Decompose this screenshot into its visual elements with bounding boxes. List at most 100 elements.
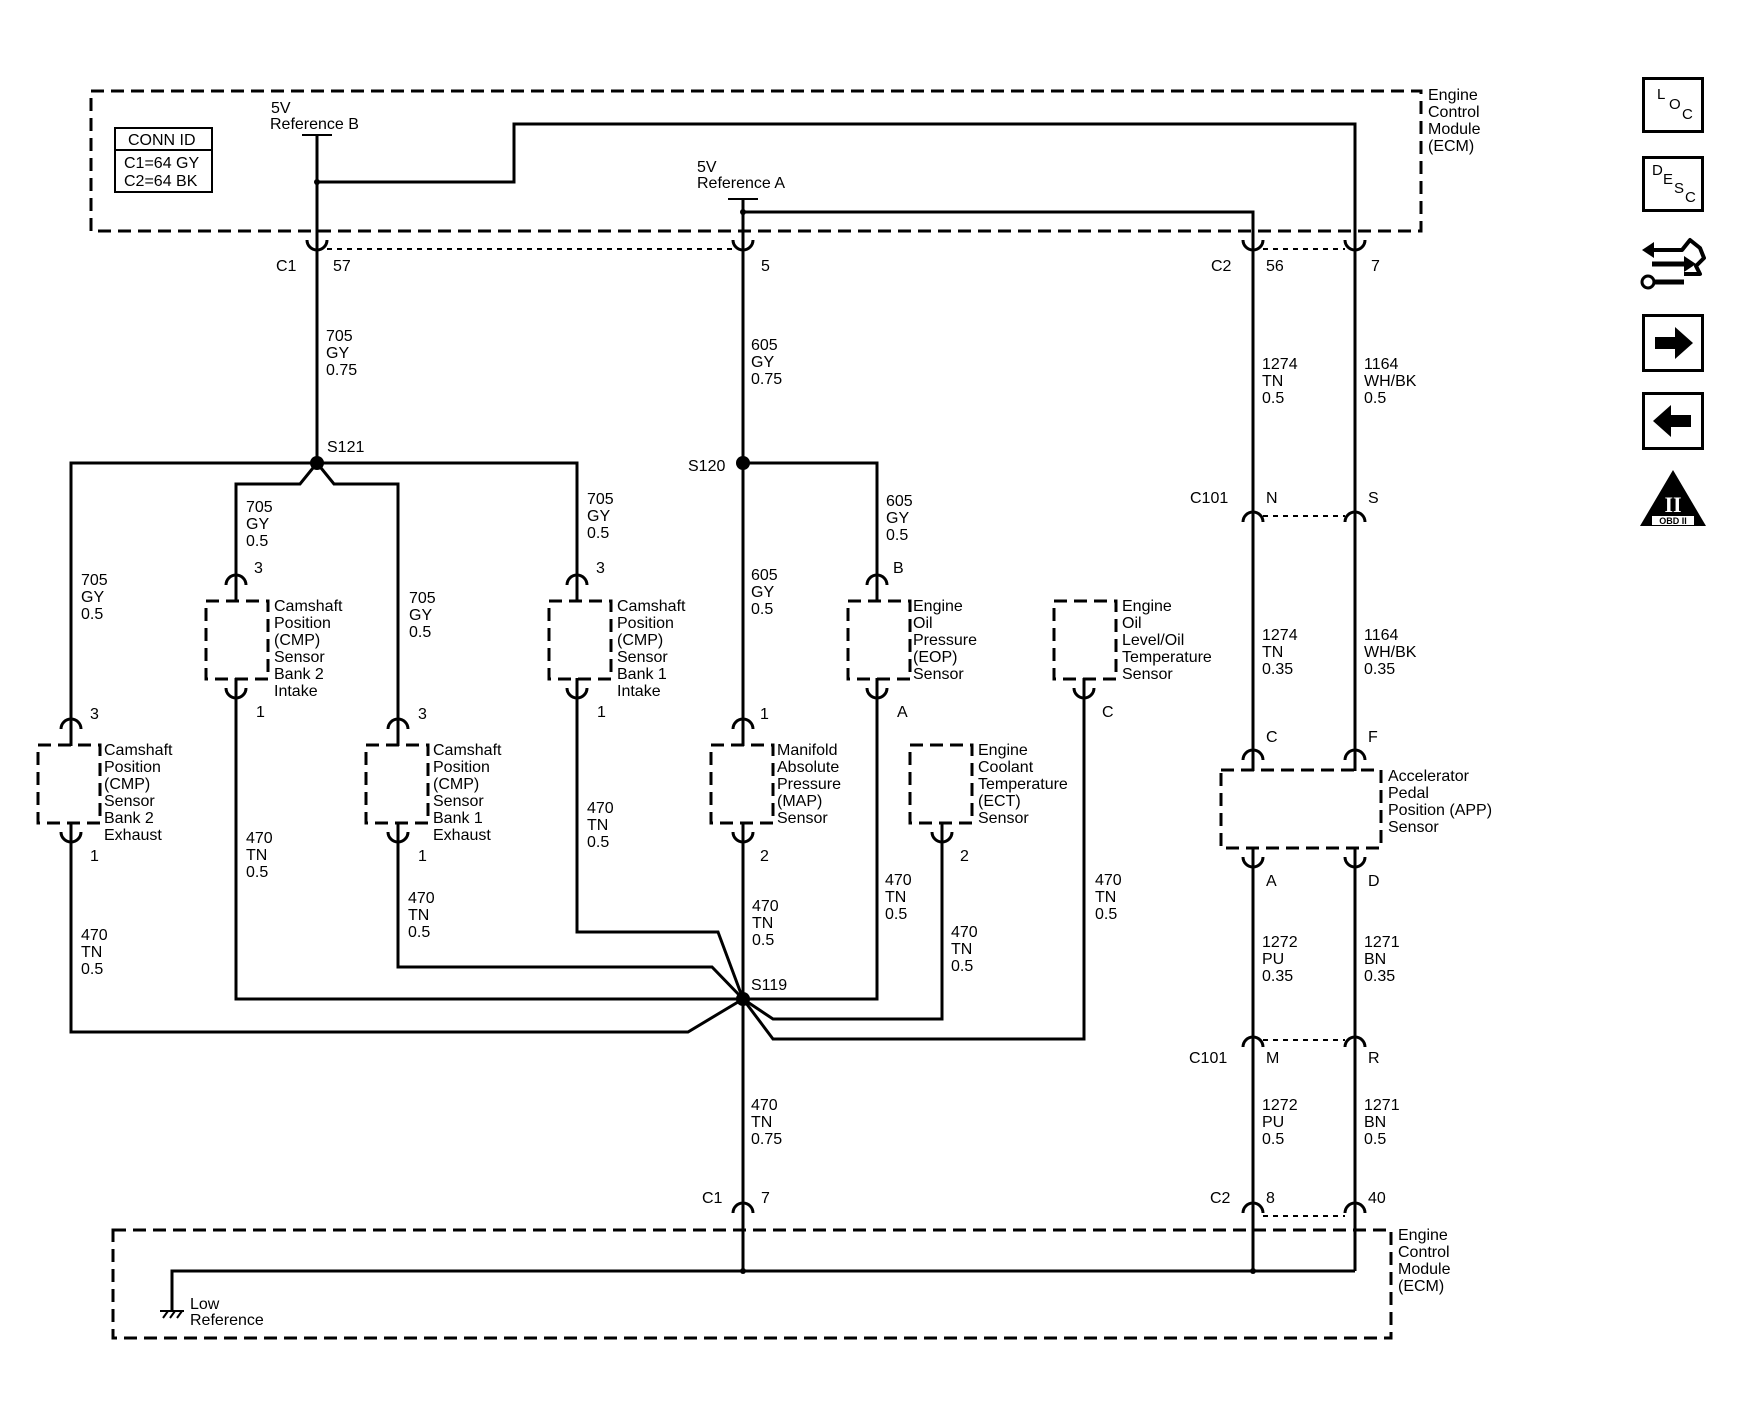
wire-470-ect-3: 0.5 [951,958,973,975]
oil-pin-bot: C [1102,704,1114,721]
cmp-b2-exh-name-6: Exhaust [104,827,162,844]
wire-470-ect-1: 470 [951,924,978,941]
app-name-4: Sensor [1388,819,1439,836]
wire-1272-lower-3: 0.5 [1262,1131,1284,1148]
c1-bottom-pin-7: 7 [761,1190,770,1207]
map-pin-top: 1 [760,706,769,723]
wire-470-b2int-1: 470 [246,830,273,847]
wire-705-b2exh-1: 705 [81,572,108,589]
loc-letter-l: L [1657,86,1666,103]
arrow-right-icon [1655,327,1693,359]
app-name-1: Accelerator [1388,768,1470,785]
ect-pin-bot: 2 [960,848,969,865]
description-button[interactable]: D E S C [1642,156,1704,212]
obd-ii-icon[interactable]: II OBD II [1638,468,1708,530]
app-pin-a: A [1266,873,1277,890]
wire-705-b1int-1: 705 [587,491,614,508]
c2-bottom-pin-40: 40 [1368,1190,1386,1207]
wire-470-b2exh-3: 0.5 [81,961,103,978]
c101-lower-pin-r: R [1368,1050,1380,1067]
wire-705-b1int-3: 0.5 [587,525,609,542]
cmp-b2-exh-name-4: Sensor [104,793,155,810]
eop-name-3: Pressure [913,632,977,649]
app-pin-d: D [1368,873,1380,890]
wire-605-eop-3: 0.5 [886,527,908,544]
wire-1272-upper-3: 0.35 [1262,968,1293,985]
next-page-button[interactable] [1642,314,1704,372]
wire-470-b2int-3: 0.5 [246,864,268,881]
c101-upper-pin-s: S [1368,490,1379,507]
wire-605-main-2: GY [751,354,774,371]
wire-470-b1int-3: 0.5 [587,834,609,851]
wire-470-main-1: 470 [751,1097,778,1114]
ect-name-2: Coolant [978,759,1034,776]
wire-470-map-2: TN [752,915,773,932]
cmp-b2-exh-name-5: Bank 2 [104,810,154,827]
cmp-b1-int-name-3: (CMP) [617,632,663,649]
wire-1274-upper-3: 0.5 [1262,390,1284,407]
connector-wrench-icon[interactable] [1640,236,1708,292]
cmp-b2-int-name-4: Sensor [274,649,325,666]
wire-705-b2exh-2: GY [81,589,104,606]
wire-470-map-3: 0.5 [752,932,774,949]
ecm-top-title-1: Engine [1428,87,1478,104]
cmp-b2-int-pin-top: 3 [254,560,263,577]
wire-705-b2int-1: 705 [246,499,273,516]
wire-1271-upper-1: 1271 [1364,934,1400,951]
wire-470-b1exh-2: TN [408,907,429,924]
wire-1274-lower-1: 1274 [1262,627,1298,644]
map-pin-bot: 2 [760,848,769,865]
ecm-bottom-title-1: Engine [1398,1227,1448,1244]
wire-470-b1exh-1: 470 [408,890,435,907]
cmp-b2-int-name-2: Position [274,615,331,632]
location-button[interactable]: L O C [1642,77,1704,133]
ref-b-line-2: Reference B [270,116,359,133]
c101-lower-pin-m: M [1266,1050,1279,1067]
ref-a-line-2: Reference A [697,175,785,192]
cmp-b1-int-name-6: Intake [617,683,661,700]
wire-1164-upper-3: 0.5 [1364,390,1386,407]
cmp-b1-exh-pin-bot: 1 [418,848,427,865]
obd-numeral: II [1664,492,1681,517]
wire-605-eop-1: 605 [886,493,913,510]
c101-upper-pin-n: N [1266,490,1278,507]
wire-705-b1int-2: GY [587,508,610,525]
cmp-b1-exh-name-6: Exhaust [433,827,491,844]
cmp-b1-int-name-2: Position [617,615,674,632]
wire-470-eop-3: 0.5 [885,906,907,923]
oil-name-5: Sensor [1122,666,1173,683]
cmp-b1-exh-name-4: Sensor [433,793,484,810]
previous-page-button[interactable] [1642,392,1704,450]
cmp-b2-int-pin-bot: 1 [256,704,265,721]
wire-1164-lower-2: WH/BK [1364,644,1417,661]
wire-1274-lower-3: 0.35 [1262,661,1293,678]
ref-b-line-1: 5V [271,100,291,117]
cmp-b2-exh-name-1: Camshaft [104,742,173,759]
app-pin-f: F [1368,729,1378,746]
wire-470-eop-2: TN [885,889,906,906]
